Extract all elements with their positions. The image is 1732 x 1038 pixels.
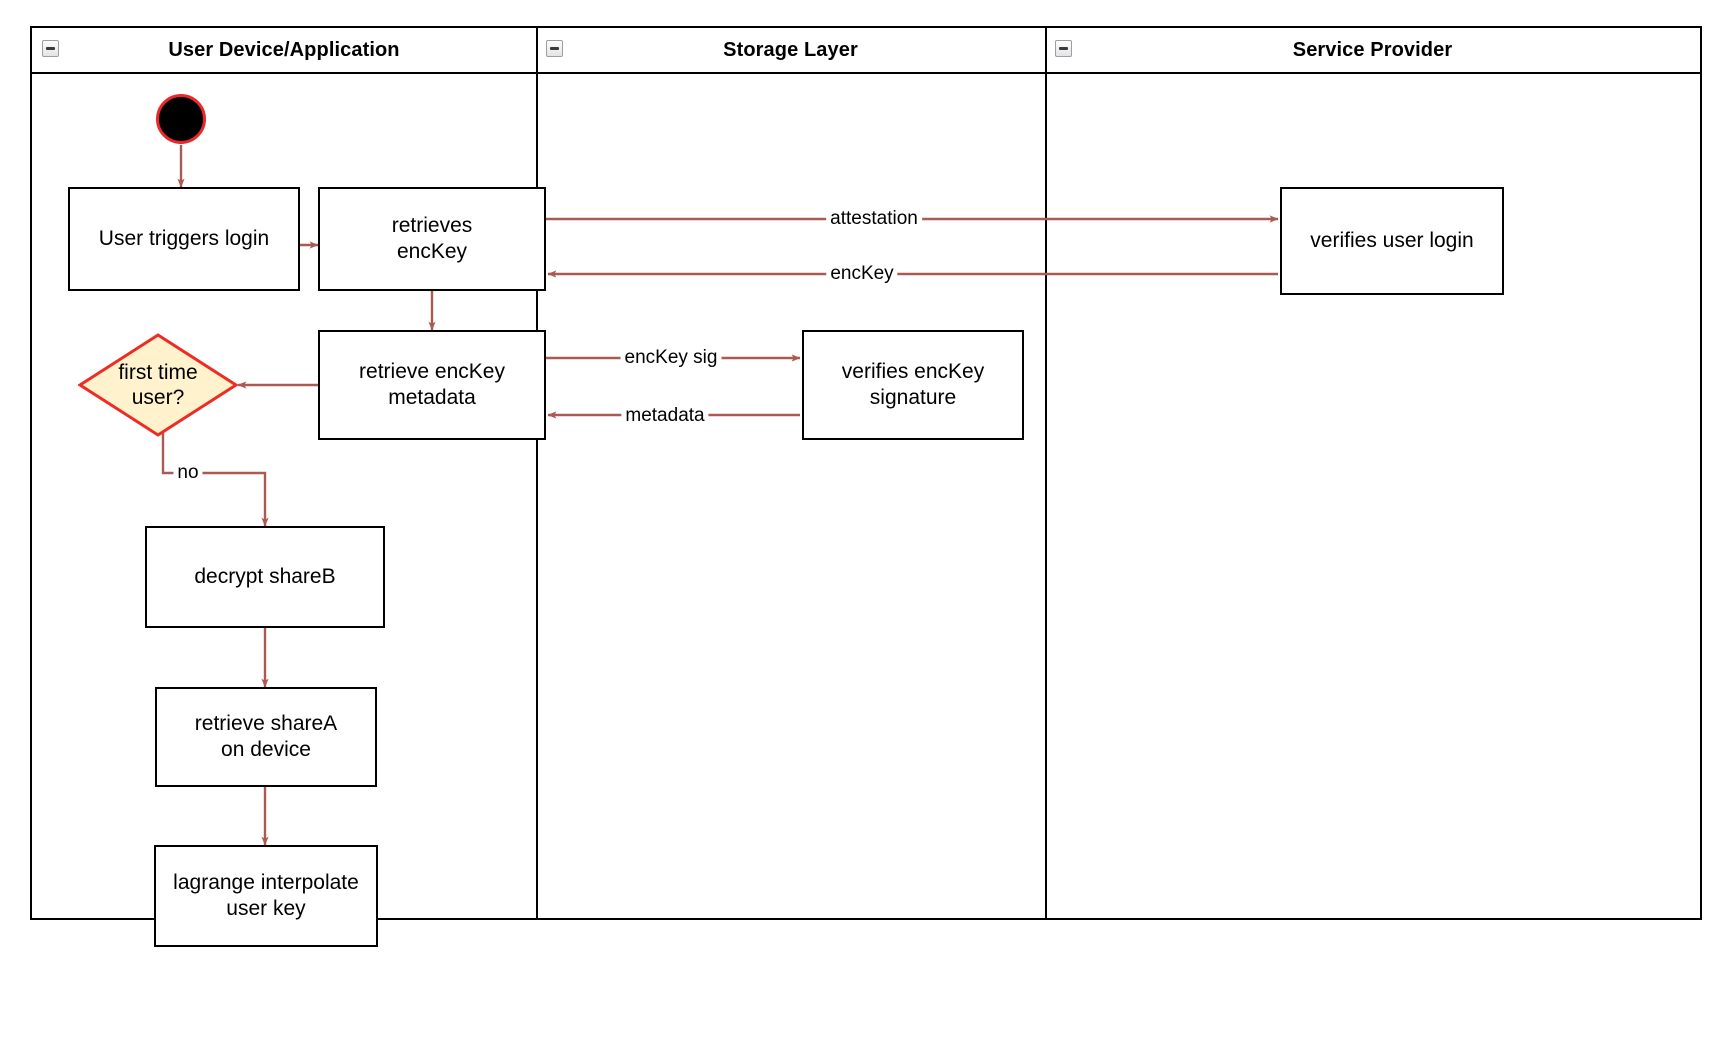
activity-verifies-user-login[interactable]: verifies user login [1280, 187, 1504, 295]
lane-title-service-provider: Service Provider [1292, 38, 1453, 61]
lane-separator-2 [1045, 28, 1047, 918]
collapse-minus-icon[interactable] [42, 40, 59, 57]
edge-label-enckey: encKey [826, 263, 898, 285]
decision-first-time-user[interactable]: first time user? [78, 333, 238, 437]
lane-header-service-provider[interactable]: Service Provider [1045, 28, 1700, 74]
lane-header-storage-layer[interactable]: Storage Layer [536, 28, 1045, 74]
activity-lagrange-interpolate-user-key[interactable]: lagrange interpolate user key [154, 845, 378, 947]
activity-decrypt-shareb[interactable]: decrypt shareB [145, 526, 385, 628]
edge-label-metadata: metadata [621, 405, 709, 427]
lane-title-user-device: User Device/Application [168, 38, 400, 61]
decision-label: first time user? [118, 360, 198, 409]
lane-header-user-device[interactable]: User Device/Application [32, 28, 536, 74]
activity-verifies-enckey-signature[interactable]: verifies encKey signature [802, 330, 1024, 440]
activity-user-triggers-login[interactable]: User triggers login [68, 187, 300, 291]
activity-retrieves-enckey[interactable]: retrieves encKey [318, 187, 546, 291]
edge-label-no: no [173, 462, 203, 484]
lane-separator-1 [536, 28, 538, 918]
activity-retrieve-sharea-on-device[interactable]: retrieve shareA on device [155, 687, 377, 787]
swimlane-pool: User Device/Application Storage Layer Se… [30, 26, 1702, 920]
collapse-minus-icon[interactable] [1055, 40, 1072, 57]
diamond-shape [78, 333, 238, 437]
lane-title-storage-layer: Storage Layer [723, 38, 858, 61]
activity-retrieve-enckey-metadata[interactable]: retrieve encKey metadata [318, 330, 546, 440]
collapse-minus-icon[interactable] [546, 40, 563, 57]
edge-label-attestation: attestation [826, 208, 922, 230]
edge-label-enckey-sig: encKey sig [620, 347, 722, 369]
start-node[interactable] [156, 94, 206, 144]
